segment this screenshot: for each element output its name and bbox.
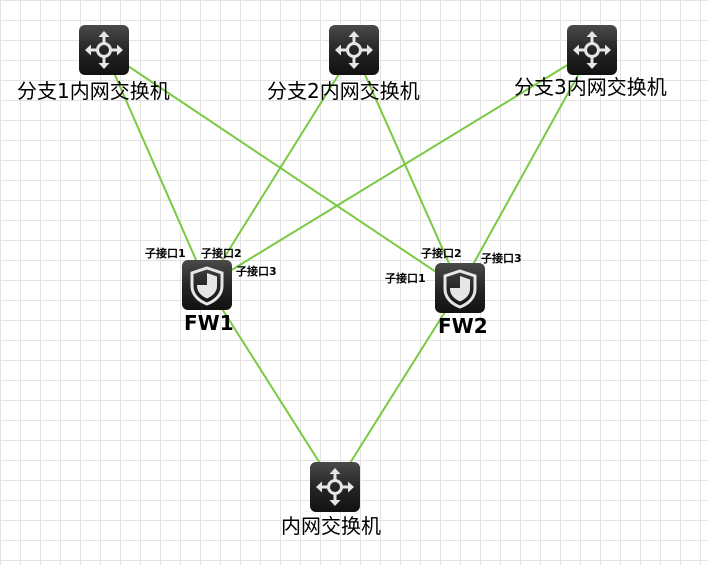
fw2-port1-label: 子接口1 [385,271,426,285]
switch-icon [77,23,131,77]
node-branch1-switch[interactable]: 分支1内网交换机 [17,23,170,103]
link-fw1-core [206,284,336,488]
link-branch2-fw2 [353,49,461,289]
node-branch3-switch[interactable]: 分支3内网交换机 [514,23,667,99]
node-fw1[interactable]: FW1 [180,258,234,335]
link-branch2-fw1 [206,49,355,286]
firewall-icon [433,261,487,315]
node-branch2-switch[interactable]: 分支2内网交换机 [267,23,420,103]
switch-icon [308,460,362,514]
node-core-switch[interactable]: 内网交换机 [281,460,381,538]
link-branch1-fw2 [103,49,461,289]
link-branch3-fw1 [206,49,593,286]
core-switch-label: 内网交换机 [281,514,381,538]
link-fw2-core [334,287,461,488]
fw2-port3-label: 子接口3 [481,251,522,265]
fw1-port3-label: 子接口3 [236,264,277,278]
fw2-port2-label: 子接口2 [421,246,462,260]
fw1-label: FW1 [184,311,234,335]
switch-icon [327,23,381,77]
fw1-port2-label: 子接口2 [201,246,242,260]
port-labels: 子接口1 子接口2 子接口3 子接口1 子接口2 子接口3 [145,246,522,285]
node-fw2[interactable]: FW2 [433,261,488,338]
firewall-icon [180,258,234,312]
branch3-switch-label: 分支3内网交换机 [514,75,667,99]
branch1-switch-label: 分支1内网交换机 [17,79,170,103]
link-branch1-fw1 [103,49,208,286]
branch2-switch-label: 分支2内网交换机 [267,79,420,103]
fw1-port1-label: 子接口1 [145,246,186,260]
link-branch3-fw2 [459,49,593,289]
switch-icon [565,23,619,77]
links-group [103,49,593,488]
fw2-label: FW2 [438,314,488,338]
